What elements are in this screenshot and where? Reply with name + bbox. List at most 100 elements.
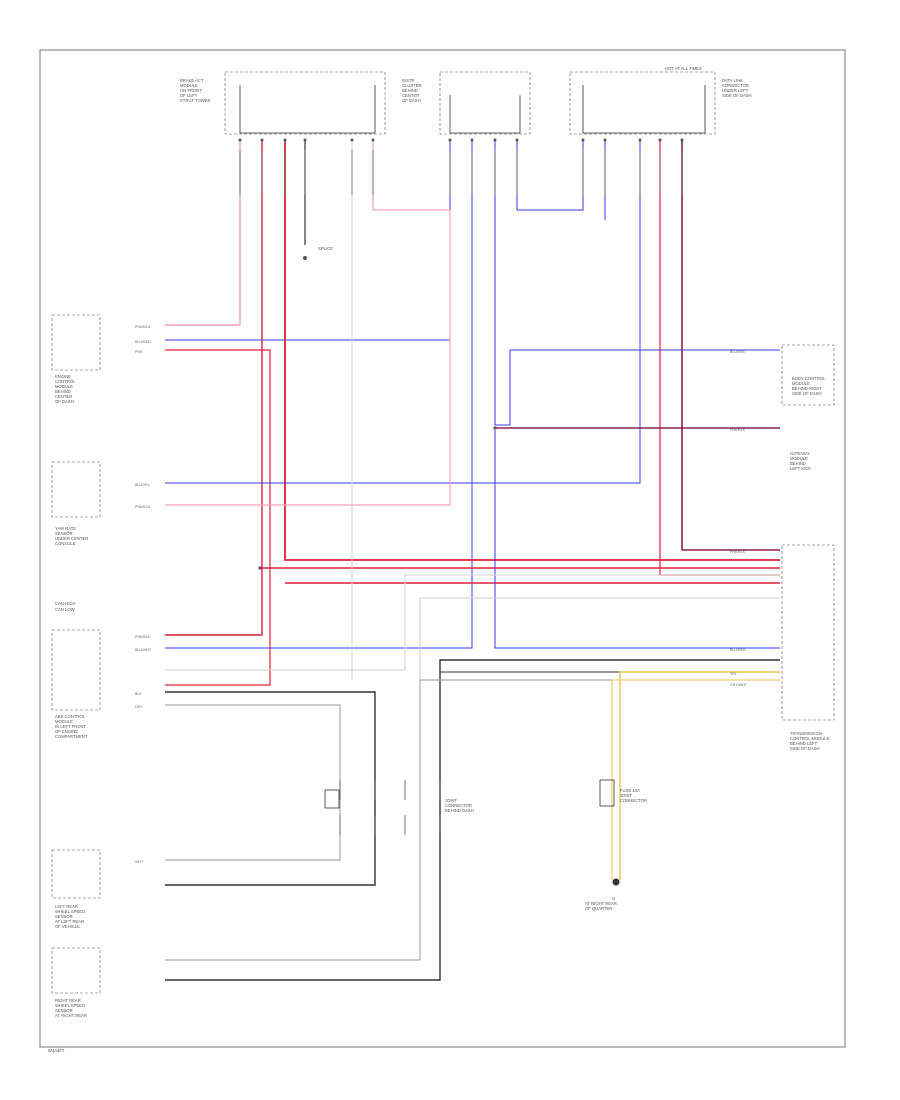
relay-switches — [339, 780, 441, 835]
jl-l2: CONNECTOR — [445, 803, 472, 808]
gnd-l1: G — [612, 896, 615, 901]
eng-l5: CENTER — [55, 394, 72, 399]
cluster-l3: BEHIND — [402, 88, 418, 93]
yaw-l1: YAW RATE — [55, 526, 76, 531]
legend-l2: CAN LOW — [55, 607, 75, 612]
body-l4: SIDE OF DASH — [792, 391, 822, 396]
tcm-l4: SIDE OF DASH — [790, 746, 820, 751]
wire-black-main — [165, 659, 780, 981]
jl-l1: JOINT — [445, 798, 458, 803]
yaw-l3: UNDER CENTER — [55, 536, 88, 541]
wire-code-10: YEL — [730, 672, 737, 676]
wire-yellow — [619, 671, 780, 880]
rr-l1: RIGHT REAR — [55, 998, 81, 1003]
module-yaw-sensor — [51, 461, 101, 518]
dlc-l3: UNDER LEFT — [722, 88, 749, 93]
dlc-l1: DATA LINK — [722, 78, 743, 83]
legend-l1: CAN HIGH — [55, 601, 75, 606]
wire-blu-mid — [516, 140, 584, 211]
wire-red-4 — [284, 140, 780, 561]
wire-red-3 — [165, 140, 263, 636]
eng-l2: CONTROL — [55, 379, 76, 384]
body-l1: BODY CONTROL — [792, 376, 826, 381]
module-instrument-cluster — [439, 71, 531, 135]
wire-blu-right — [494, 140, 780, 426]
wire-code-12: GRY/WHT — [730, 683, 748, 687]
body-l3: BEHIND RIGHT — [792, 386, 822, 391]
wire-code-1: PNK/BLU — [135, 325, 151, 329]
rl-l4: AT LEFT REAR — [55, 919, 84, 924]
wire-yellow-2 — [611, 679, 780, 880]
gw-l2: MODULE — [790, 456, 808, 461]
wire-code-3: PNK — [135, 350, 143, 354]
wire-code-9: GRY — [135, 705, 143, 709]
wire-blu-1 — [165, 140, 451, 341]
module-brake-actuator — [224, 71, 386, 135]
wire-blu-tcm — [494, 430, 780, 649]
module-abs-main — [51, 629, 101, 711]
rr-l3: SENSOR — [55, 1008, 73, 1013]
fuse-box — [599, 779, 615, 807]
wire-pnk-1 — [165, 140, 241, 326]
dlc-l2: CONNECTOR — [722, 83, 749, 88]
modules — [51, 71, 835, 994]
gw-l1: GATEWAY — [790, 451, 810, 456]
wire-blu-3 — [165, 140, 473, 649]
brake-l3: ON FRONT — [180, 88, 202, 93]
dlc-inner — [582, 85, 706, 134]
rl-l3: SENSOR — [55, 914, 73, 919]
yaw-l4: CONSOLE — [55, 541, 76, 546]
wire-code-13: BLU/RED — [730, 350, 746, 354]
footer-code: W4A4F7 — [48, 1048, 65, 1053]
ground-symbol — [612, 878, 620, 886]
rl-l2: WHEEL SPEED — [55, 909, 85, 914]
wire-blu-yaw — [165, 140, 641, 484]
yaw-l2: SENSOR — [55, 531, 73, 536]
wire-code-11: WHT — [135, 860, 144, 864]
wire-red-8 — [681, 140, 780, 551]
abs-l4: OF ENGINE — [55, 729, 78, 734]
wire-code-4: BLU/YEL — [135, 483, 150, 487]
wire-code-7: BLU/WHT — [135, 648, 152, 652]
brake-l2: MODULE — [180, 83, 198, 88]
diagram-frame — [39, 49, 846, 1048]
relay-box-left — [324, 789, 340, 809]
module-engine-sensor — [51, 314, 101, 371]
module-rear-right — [51, 947, 101, 994]
body-l2: MODULE — [792, 381, 810, 386]
wire-red-7 — [659, 140, 780, 576]
wire-gray-3 — [165, 704, 341, 861]
fuse-l1: FUSE 10A — [620, 788, 640, 793]
brake-l1: BRAKE ACT — [180, 78, 204, 83]
label-dlc-header: HOT AT ALL TIMES — [665, 66, 702, 71]
gnd-l3: OF QUARTER — [585, 906, 612, 911]
wires — [165, 140, 780, 981]
gw-l4: LEFT KICK — [790, 466, 811, 471]
label-splice: SPLICE — [318, 246, 333, 251]
jr-l2: CONNECTOR — [620, 798, 647, 803]
module-body — [781, 344, 835, 406]
abs-l1: ABS CONTROL — [55, 714, 86, 719]
rl-l5: OF VEHICLE — [55, 924, 80, 929]
module-transmission — [781, 544, 835, 721]
tcm-l1: TRANSMISSION — [790, 731, 822, 736]
jl-l3: BEHIND DASH — [445, 808, 474, 813]
wire-code-15: PNK/BLK — [730, 550, 746, 554]
brake-l4: OF LEFT — [180, 93, 198, 98]
wire-code-16: BLU/RED — [730, 648, 746, 652]
wire-code-8: BLK — [135, 692, 142, 696]
rr-l2: WHEEL SPEED — [55, 1003, 85, 1008]
wire-gray-tcm — [419, 597, 780, 785]
abs-l5: COMPARTMENT — [55, 734, 88, 739]
